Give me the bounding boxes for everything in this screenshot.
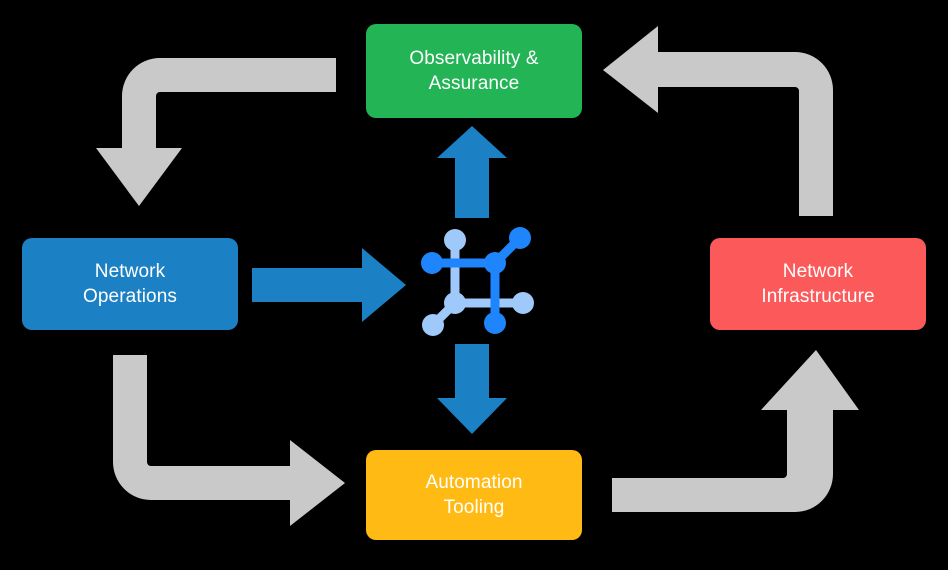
node-box-network-operations-label: Network Operations	[83, 260, 177, 307]
node-box-network-operations[interactable]: Network Operations	[22, 238, 238, 330]
node-box-network-infrastructure[interactable]: Network Infrastructure	[710, 238, 926, 330]
flow-arrow-hub-to-automation	[437, 344, 507, 434]
node-box-automation-tooling-label: Automation Tooling	[425, 471, 523, 518]
node-box-observability-label: Observability & Assurance	[409, 47, 539, 94]
node-box-network-infrastructure-label: Network Infrastructure	[761, 260, 875, 307]
flow-arrow-netops-to-hub	[252, 248, 406, 322]
node-box-observability[interactable]: Observability & Assurance	[366, 24, 582, 118]
flow-arrow-hub-to-observability	[437, 126, 507, 218]
node-box-automation-tooling[interactable]: Automation Tooling	[366, 450, 582, 540]
